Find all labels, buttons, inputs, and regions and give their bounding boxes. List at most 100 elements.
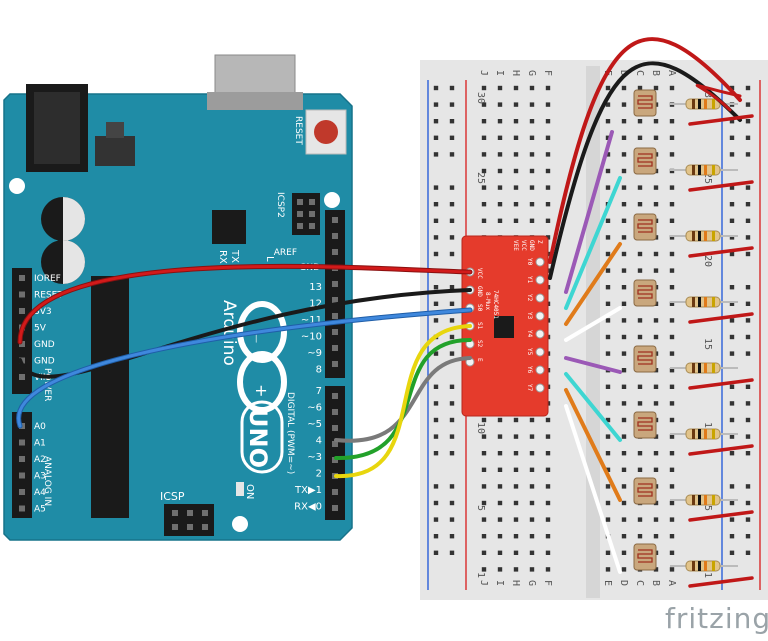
logo-infinity-left (237, 301, 287, 363)
breadboard-hole (729, 500, 735, 506)
breadboard-hole (481, 218, 487, 223)
rail-jumper-wire (688, 576, 754, 588)
mux-breakout: 74HC4051 8-Mux VCCGNDS0S1S2EY0Y1Y2Y3Y4Y5… (461, 235, 549, 417)
breadboard-hole (669, 351, 675, 356)
breadboard-hole (745, 85, 751, 91)
breadboard-hole (497, 185, 503, 190)
power-pin-label: IOREF (34, 274, 61, 284)
icsp2-pin (297, 211, 303, 217)
column-letter: F (542, 580, 553, 586)
column-letter: E (602, 580, 613, 586)
breadboard-hole (621, 119, 627, 124)
icsp2-pins (297, 199, 315, 229)
breadboard-hole (745, 301, 751, 306)
breadboard-hole (545, 152, 551, 157)
reset-label: RESET (293, 116, 303, 145)
reset-button-cap[interactable] (314, 120, 338, 144)
breadboard-hole (529, 500, 535, 506)
breadboard-hole (481, 417, 487, 423)
breadboard-hole (637, 467, 643, 472)
breadboard-hole (545, 185, 551, 190)
mux-pin-label: Y0 (526, 258, 533, 266)
wire-vcc-rail (548, 37, 742, 264)
column-letter: F (542, 70, 553, 76)
breadboard-hole (653, 534, 659, 539)
wire-d2-s1 (334, 324, 472, 479)
wire-y3 (564, 306, 622, 342)
mux-chip (494, 316, 514, 338)
mux-pin-label: Y4 (526, 330, 533, 338)
breadboard-hole (529, 168, 535, 174)
breadboard-hole (433, 301, 439, 306)
breadboard-hole (433, 135, 439, 140)
breadboard-hole (745, 218, 751, 223)
breadboard-hole (497, 102, 503, 107)
icsp-pin (187, 510, 193, 516)
resistor-band (704, 363, 707, 373)
breadboard-hole (745, 102, 751, 107)
breadboard-hole (729, 135, 735, 140)
header-pin (332, 361, 338, 367)
breadboard-hole (513, 434, 519, 439)
breadboard-hole (605, 434, 611, 439)
column-letter: C (634, 580, 645, 586)
wire-y5 (564, 372, 622, 442)
digital-pin-label: ~9 (307, 348, 322, 359)
breadboard-hole (545, 517, 551, 522)
resistor-band (712, 429, 715, 439)
usb-connector-base (207, 92, 303, 110)
digital-pin-label: ~10 (301, 332, 322, 343)
icsp-label: ICSP (160, 490, 185, 503)
breadboard-hole (621, 318, 627, 323)
resistor-band (692, 231, 695, 241)
resistor-band (692, 165, 695, 175)
breadboard-hole (433, 500, 439, 506)
breadboard-hole (653, 334, 659, 340)
breadboard-hole (529, 567, 535, 572)
wire-5v (18, 264, 472, 344)
header-pin (332, 393, 338, 399)
breadboard-hole (745, 251, 751, 257)
breadboard-hole (669, 368, 675, 373)
breadboard-hole (605, 185, 611, 190)
breadboard-hole (653, 251, 659, 257)
row-number: 5 (702, 505, 713, 511)
breadboard-hole (621, 251, 627, 257)
breadboard-hole (653, 517, 659, 522)
breadboard-hole (621, 500, 627, 506)
breadboard-hole (529, 484, 535, 489)
wire-y1 (564, 176, 622, 310)
breadboard-hole (433, 285, 439, 290)
breadboard-hole (745, 318, 751, 323)
breadboard-hole (669, 484, 675, 489)
atmega-chip (91, 276, 129, 518)
wires (16, 37, 754, 588)
breadboard-hole (621, 268, 627, 273)
breadboard-hole (481, 467, 487, 472)
resistor-band (712, 561, 715, 571)
breadboard-hole (449, 500, 455, 506)
breadboard-hole (729, 401, 735, 406)
mux-pin-right (535, 365, 545, 375)
header-pin (332, 457, 338, 463)
breadboard-hole (529, 434, 535, 439)
breadboard-hole (433, 384, 439, 389)
icsp2-pin (297, 223, 303, 229)
breadboard-hole (529, 517, 535, 522)
breadboard-hole (605, 119, 611, 124)
mux-part-label: 74HC4051 (492, 290, 499, 319)
breadboard-hole (433, 434, 439, 439)
breadboard-hole (605, 334, 611, 340)
breadboard-hole (513, 168, 519, 174)
icsp-pin (172, 510, 178, 516)
wire-y6 (564, 388, 622, 502)
header-pin (19, 505, 25, 512)
mount-hole-bottom (232, 516, 248, 532)
column-letter: D (618, 580, 629, 586)
header-pin (332, 489, 338, 495)
breadboard-hole (729, 235, 735, 240)
breadboard-hole (653, 467, 659, 472)
breadboard-hole (433, 484, 439, 489)
logo-minus: — (251, 334, 261, 343)
analog-pin-label: A5 (34, 505, 46, 515)
